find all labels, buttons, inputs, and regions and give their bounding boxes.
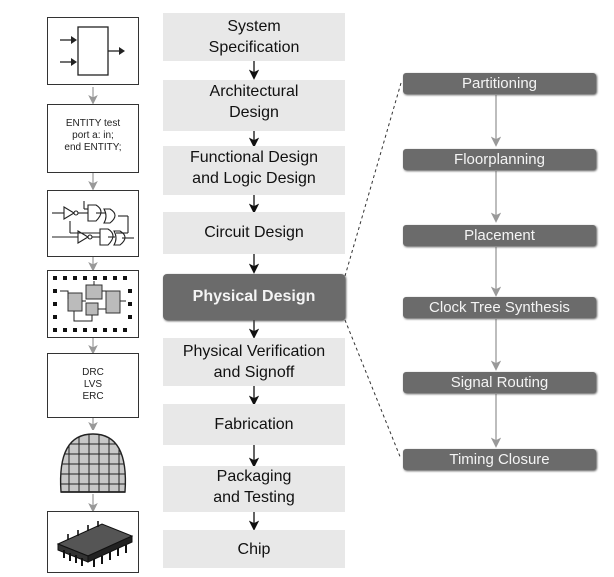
- wafer-icon: [47, 430, 139, 494]
- pd-step-label: Signal Routing: [450, 374, 549, 391]
- pd-step-timing-closure: Timing Closure: [403, 449, 596, 470]
- pd-step-placement: Placement: [403, 225, 596, 246]
- logic-gates-icon: [47, 190, 139, 257]
- flow-step-fabrication: Fabrication: [163, 404, 345, 445]
- hdl-code-text: ENTITY test port a: in; end ENTITY;: [64, 118, 122, 153]
- flow-step-chip: Chip: [163, 530, 345, 568]
- flow-step-label: Physical Design: [192, 288, 316, 305]
- pd-step-label: Clock Tree Synthesis: [429, 299, 570, 316]
- flow-step-architectural-design: Architectural Design: [163, 80, 345, 131]
- flow-step-label: Architectural Design: [209, 83, 299, 121]
- checks-text: DRC LVS ERC: [82, 367, 104, 402]
- flow-step-physical-design: Physical Design: [163, 274, 345, 320]
- checks-icon: DRC LVS ERC: [47, 353, 139, 418]
- chip-package-icon: [47, 511, 139, 573]
- flow-step-label: Physical Verification and Signoff: [182, 343, 326, 381]
- flow-step-label: System Specification: [208, 18, 300, 56]
- pd-step-label: Placement: [464, 227, 535, 244]
- zoom-dashed-lines: [344, 82, 402, 460]
- hdl-code-icon: ENTITY test port a: in; end ENTITY;: [47, 104, 139, 173]
- flow-step-label: Circuit Design: [204, 224, 304, 241]
- flow-step-physical-verification-signoff: Physical Verification and Signoff: [163, 338, 345, 386]
- flow-step-label: Chip: [237, 541, 271, 558]
- flow-step-packaging-testing: Packaging and Testing: [163, 466, 345, 512]
- flow-step-system-specification: System Specification: [163, 13, 345, 61]
- pd-step-clock-tree-synthesis: Clock Tree Synthesis: [403, 297, 596, 318]
- flow-step-label: Fabrication: [214, 416, 294, 433]
- pd-step-label: Partitioning: [461, 75, 538, 92]
- pd-step-signal-routing: Signal Routing: [403, 372, 596, 393]
- pd-step-label: Timing Closure: [449, 451, 550, 468]
- flow-step-circuit-design: Circuit Design: [163, 212, 345, 254]
- pd-step-partitioning: Partitioning: [403, 73, 596, 94]
- block-symbol-icon: [47, 17, 139, 85]
- flow-step-label: Functional Design and Logic Design: [189, 149, 319, 187]
- flow-step-label: Packaging and Testing: [213, 468, 295, 506]
- flow-step-functional-logic-design: Functional Design and Logic Design: [163, 146, 345, 195]
- pd-step-label: Floorplanning: [454, 151, 545, 168]
- pd-step-floorplanning: Floorplanning: [403, 149, 596, 170]
- layout-chip-icon: [47, 270, 139, 338]
